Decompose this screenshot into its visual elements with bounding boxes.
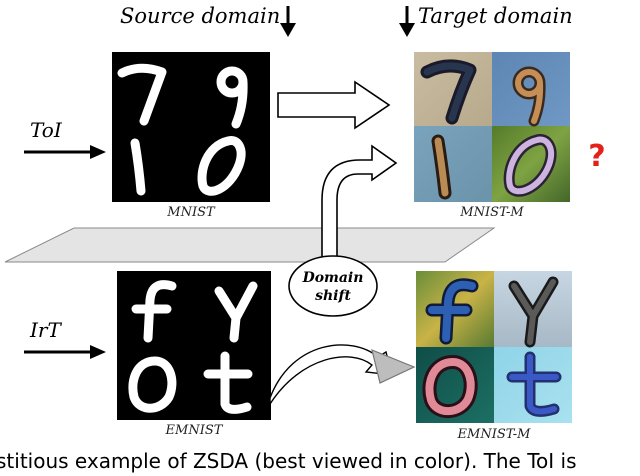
toi-label: ToI (30, 118, 62, 142)
mnist-image (112, 52, 270, 202)
source-domain-title: Source domain (120, 4, 281, 28)
figure-caption-text: stitious example of ZSDA (best viewed in… (0, 449, 577, 473)
source-down-arrow-icon (280, 6, 296, 37)
mnist-m-caption: MNIST-M (460, 205, 524, 220)
figure-caption-partial: stitious example of ZSDA (best viewed in… (0, 446, 640, 476)
toi-arrow-icon (24, 145, 106, 159)
target-down-arrow-icon (399, 6, 415, 37)
irt-label: IrT (30, 318, 61, 342)
emnist-m-caption: EMNIST-M (457, 427, 531, 442)
target-domain-title: Target domain (418, 4, 573, 28)
transfer-arrow-icon (277, 80, 391, 130)
question-mark-icon: ? (588, 139, 605, 174)
mnist-m-image (414, 52, 570, 202)
separation-plane (4, 227, 496, 263)
irt-arrow-icon (24, 345, 106, 359)
domain-shift-label-line2: shift (315, 288, 351, 304)
grey-arrowhead-icon (371, 349, 416, 384)
domain-shift-label-line1: Domain (302, 270, 364, 286)
emnist-image (117, 271, 271, 420)
domain-shift-ellipse (288, 255, 378, 317)
emnist-m-image (416, 271, 572, 423)
emnist-caption: EMNIST (165, 423, 223, 438)
shift-arrow-up-icon (321, 144, 398, 263)
mnist-caption: MNIST (167, 205, 215, 220)
